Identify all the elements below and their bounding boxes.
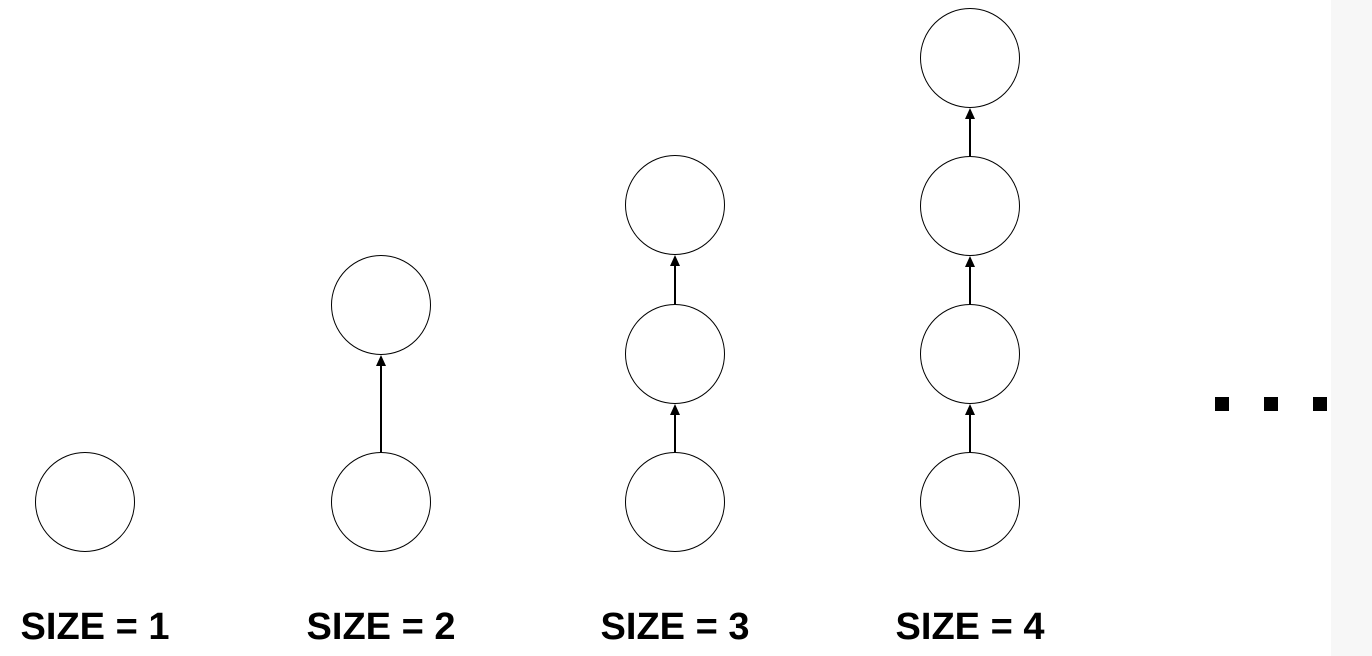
right-edge-strip: [1331, 0, 1372, 656]
node-circle: [920, 156, 1020, 256]
ellipsis-dot: [1264, 397, 1278, 411]
arrow-shaft: [380, 364, 382, 452]
node-circle: [35, 452, 135, 552]
ellipsis-dot: [1313, 397, 1327, 411]
chain-label-size-2: SIZE = 2: [306, 606, 456, 648]
node-circle: [920, 8, 1020, 108]
arrow-shaft: [674, 413, 676, 452]
arrow-shaft: [674, 264, 676, 304]
node-circle: [920, 304, 1020, 404]
arrow-head: [965, 404, 975, 415]
chain-label-size-1: SIZE = 1: [20, 606, 170, 648]
arrow-head: [670, 255, 680, 266]
chain-label-size-3: SIZE = 3: [600, 606, 750, 648]
arrow-head: [965, 256, 975, 267]
node-circle: [625, 452, 725, 552]
node-circle: [625, 155, 725, 255]
arrow-shaft: [969, 413, 971, 452]
node-circle: [331, 255, 431, 355]
arrow-head: [376, 355, 386, 366]
node-circle: [331, 452, 431, 552]
node-circle: [920, 452, 1020, 552]
arrow-shaft: [969, 117, 971, 156]
ellipsis-dot: [1215, 397, 1229, 411]
chain-label-size-4: SIZE = 4: [895, 606, 1045, 648]
arrow-head: [670, 404, 680, 415]
arrow-shaft: [969, 265, 971, 304]
arrow-head: [965, 108, 975, 119]
node-circle: [625, 304, 725, 404]
